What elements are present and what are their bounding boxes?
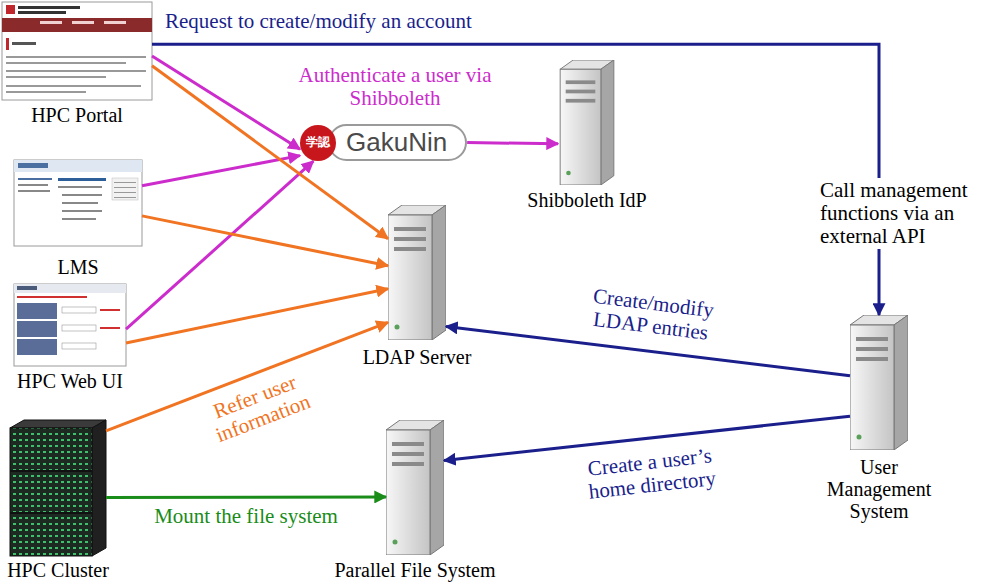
lms-screenshot <box>18 184 48 186</box>
note-label: Call management functions via an externa… <box>818 178 992 249</box>
lms-screenshot <box>14 160 142 246</box>
portal-screenshot <box>2 2 152 100</box>
node-caption: HPC Portal <box>31 104 123 126</box>
gakunin-logo: 学認GakuNin <box>300 124 467 161</box>
file-server: Parallel File System <box>386 420 444 555</box>
webui-screenshot <box>14 284 126 366</box>
ldap-server: LDAP Server <box>388 205 446 340</box>
lms-screenshot <box>114 182 136 183</box>
webui-screenshot <box>62 325 96 331</box>
node-caption: HPC Cluster <box>7 559 109 581</box>
node-caption: Parallel File System <box>334 559 495 581</box>
webui-screenshot <box>100 309 120 311</box>
cluster-rack <box>10 428 92 556</box>
lms-screenshot <box>18 190 50 192</box>
node-caption: Shibboleth IdP <box>527 189 646 211</box>
portal-screenshot <box>6 70 146 72</box>
cluster-rack <box>10 420 106 428</box>
portal-screenshot <box>104 21 126 24</box>
lms-screenshot <box>62 194 102 196</box>
connector-arrow <box>152 44 879 315</box>
webui-screenshot <box>62 343 96 349</box>
portal-screenshot <box>6 85 141 87</box>
logo-emblem: 学認 <box>300 125 336 161</box>
server-icons <box>560 60 614 185</box>
cluster-rack <box>10 512 92 514</box>
edge-label: Create a user’s home directory <box>569 443 733 506</box>
connector-arrow <box>152 56 300 149</box>
connector-arrow <box>106 495 386 499</box>
node-caption: LMS <box>57 256 98 278</box>
webui-screenshot <box>100 327 120 329</box>
lms-screenshot <box>14 160 142 172</box>
lms-screenshot <box>114 197 136 198</box>
portal-screenshot <box>6 91 86 93</box>
portal-screenshot <box>6 38 9 50</box>
portal-screenshot <box>2 2 152 100</box>
webui-node: HPC Web UI <box>14 284 126 366</box>
connector-arrow <box>142 216 388 266</box>
webui-screenshot <box>17 339 57 355</box>
lms-screenshot <box>14 160 142 246</box>
webui-screenshot <box>17 303 57 319</box>
lms-screenshot <box>62 202 98 204</box>
webui-screenshot <box>17 321 57 337</box>
webui-screenshot <box>17 296 87 298</box>
cluster-rack <box>10 470 92 472</box>
edge-label: Mount the file system <box>154 506 338 529</box>
portal-screenshot <box>6 76 106 78</box>
node-caption: User Management System <box>822 456 937 522</box>
portal-screenshot <box>72 21 94 24</box>
lms-screenshot <box>112 178 138 200</box>
lms-screenshot <box>62 218 96 220</box>
webui-screenshot <box>17 286 37 290</box>
node-caption: HPC Web UI <box>17 370 123 392</box>
edge-label: Request to create/modify an account <box>165 10 472 33</box>
connector-arrow <box>142 156 300 186</box>
portal-screenshot <box>12 42 36 45</box>
cluster-rack <box>92 420 106 556</box>
connector-arrow <box>126 289 388 343</box>
cluster-rack <box>10 420 106 556</box>
edge-label: Authenticate a user via Shibboleth <box>295 64 495 110</box>
node-caption: LDAP Server <box>363 346 472 368</box>
webui-screenshot <box>14 284 126 293</box>
webui-screenshot <box>14 284 126 366</box>
portal-screenshot <box>2 18 152 32</box>
portal-screenshot <box>18 11 66 14</box>
connector-arrow <box>467 143 558 144</box>
lms-screenshot <box>18 178 52 180</box>
portal-screenshot <box>40 21 62 24</box>
lms-screenshot <box>58 186 102 188</box>
portal-screenshot <box>6 5 15 14</box>
management-server: User Management System <box>850 315 908 450</box>
lms-screenshot <box>18 163 48 168</box>
server-icons <box>386 420 444 555</box>
portal-screenshot <box>6 56 146 58</box>
server-icons <box>388 205 446 340</box>
cluster-node: HPC Cluster <box>10 420 106 556</box>
edge-label: Create/modify LDAP entries <box>575 283 729 347</box>
edge-label: Refer user information <box>197 366 321 450</box>
portal-screenshot <box>18 6 80 9</box>
portal-screenshot <box>6 62 126 64</box>
portal-node: HPC Portal <box>2 2 152 100</box>
lms-screenshot <box>114 192 136 193</box>
logo-wordmark: GakuNin <box>328 124 467 161</box>
server-icons <box>850 315 908 450</box>
lms-screenshot <box>62 210 102 212</box>
lms-node: LMS <box>14 160 142 246</box>
idp-server: Shibboleth IdP <box>558 60 616 185</box>
lms-screenshot <box>114 187 136 188</box>
lms-screenshot <box>58 178 106 181</box>
webui-screenshot <box>62 307 96 313</box>
